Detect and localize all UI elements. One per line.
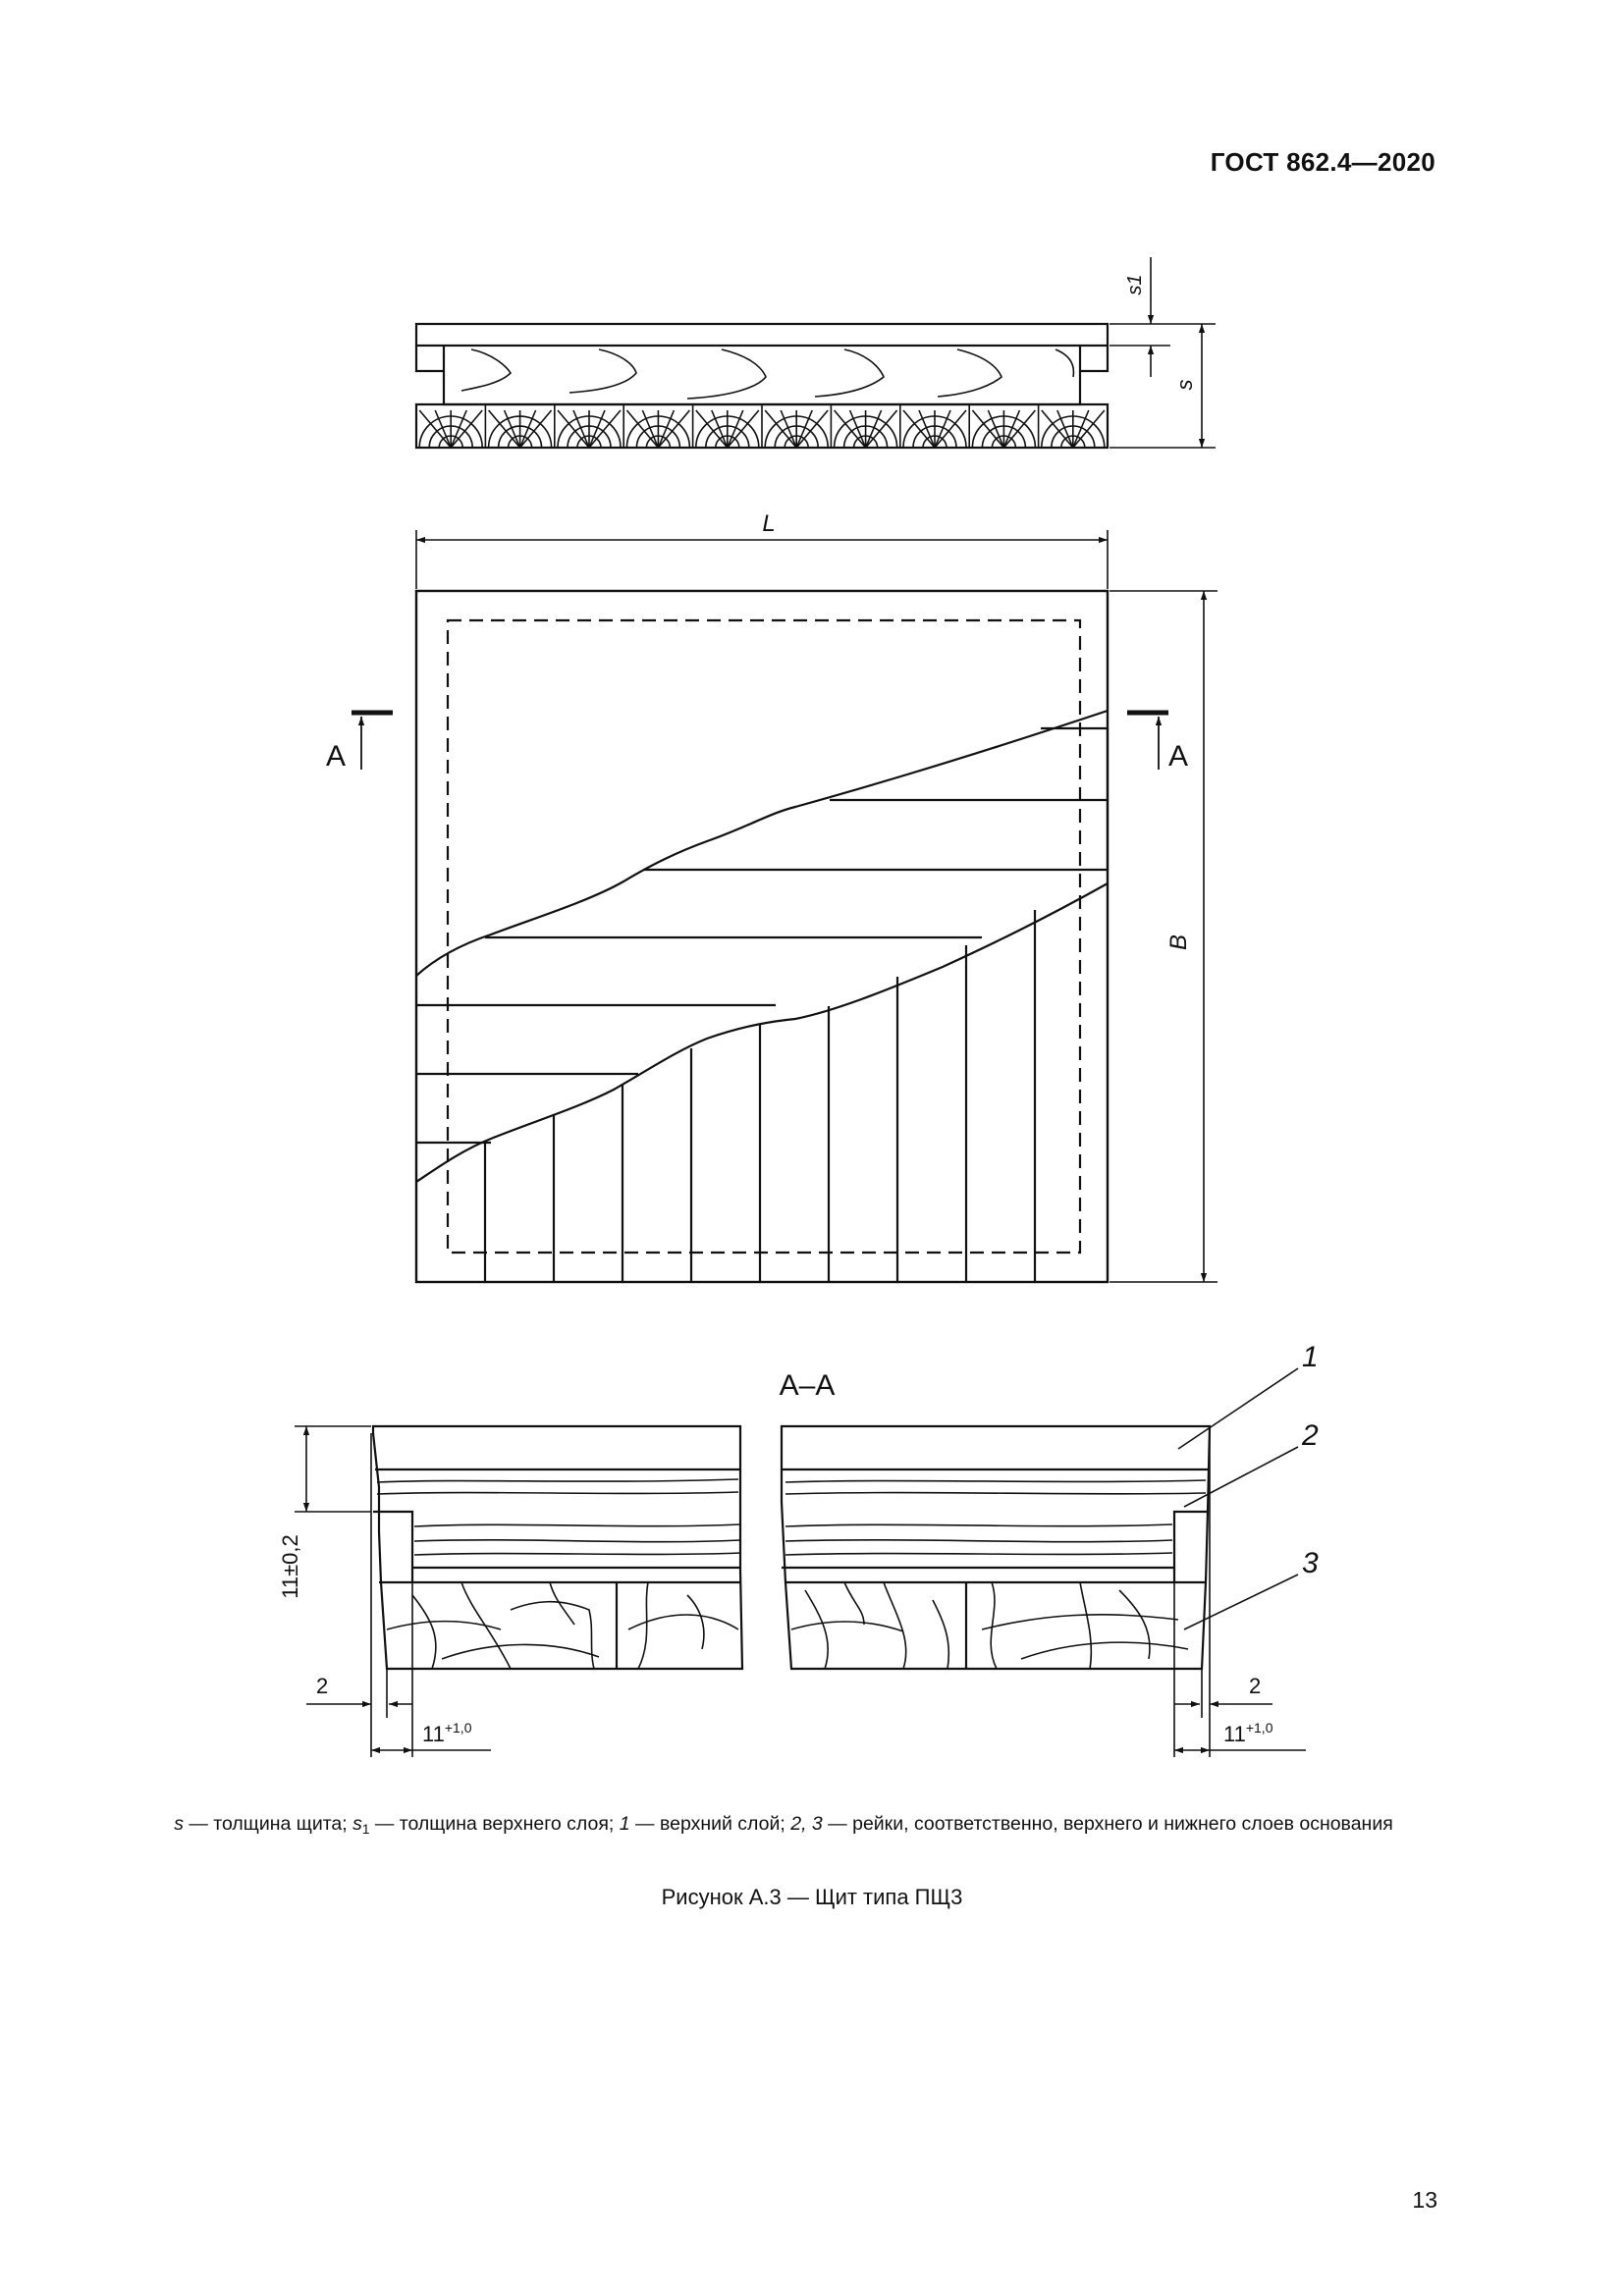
legend-s-desc: — толщина щита;	[183, 1813, 353, 1835]
callout-3: 3	[1302, 1547, 1319, 1579]
callout-1: 1	[1302, 1341, 1319, 1373]
section-mark-left: A	[326, 740, 346, 773]
legend-n1-desc: — верхний слой;	[629, 1813, 791, 1835]
page-number: 13	[1412, 2187, 1437, 2213]
standard-header: ГОСТ 862.4—2020	[1210, 147, 1435, 177]
section-title: А–А	[780, 1369, 836, 1402]
plan-view	[414, 589, 1110, 1284]
dim-length-label: L	[762, 510, 775, 537]
figure-title: Рисунок А.3 — Щит типа ПЩ3	[661, 1885, 963, 1909]
section-view	[371, 1424, 1212, 1671]
dim-edge-left-label: 11+1,0	[422, 1720, 472, 1746]
dim-s1-label: s1	[1124, 274, 1146, 294]
dim-edge-right-label: 11+1,0	[1223, 1720, 1273, 1746]
section-grain	[376, 1478, 1207, 1670]
legend-s1-desc: — толщина верхнего слоя;	[369, 1813, 620, 1835]
figure-legend: s — толщина щита; s1 — толщина верхнего …	[116, 1811, 1451, 1842]
plan-dimensions	[415, 530, 1218, 1283]
legend-s1-subscript: 1	[361, 1822, 370, 1837]
side-view-dimensions	[1110, 257, 1216, 449]
section-markers	[352, 710, 1168, 770]
dim-s-label: s	[1172, 380, 1197, 391]
dim-height-label: 11±0,2	[278, 1534, 302, 1599]
legend-n23: 2, 3	[790, 1813, 823, 1835]
legend-n1: 1	[619, 1813, 630, 1835]
side-view	[414, 322, 1110, 450]
dim-gap-right-label: 2	[1249, 1674, 1261, 1698]
section-dimensions	[295, 1367, 1306, 1757]
dim-width-label: B	[1165, 934, 1192, 950]
dim-gap-left-label: 2	[316, 1674, 328, 1698]
legend-s1-symbol: s	[352, 1813, 362, 1835]
section-mark-right: A	[1168, 740, 1188, 773]
legend-s-symbol: s	[174, 1813, 184, 1835]
plan-cutaway	[415, 709, 1110, 1282]
legend-n23-desc: — рейки, соответственно, верхнего и нижн…	[822, 1813, 1393, 1835]
callout-2: 2	[1301, 1419, 1319, 1452]
